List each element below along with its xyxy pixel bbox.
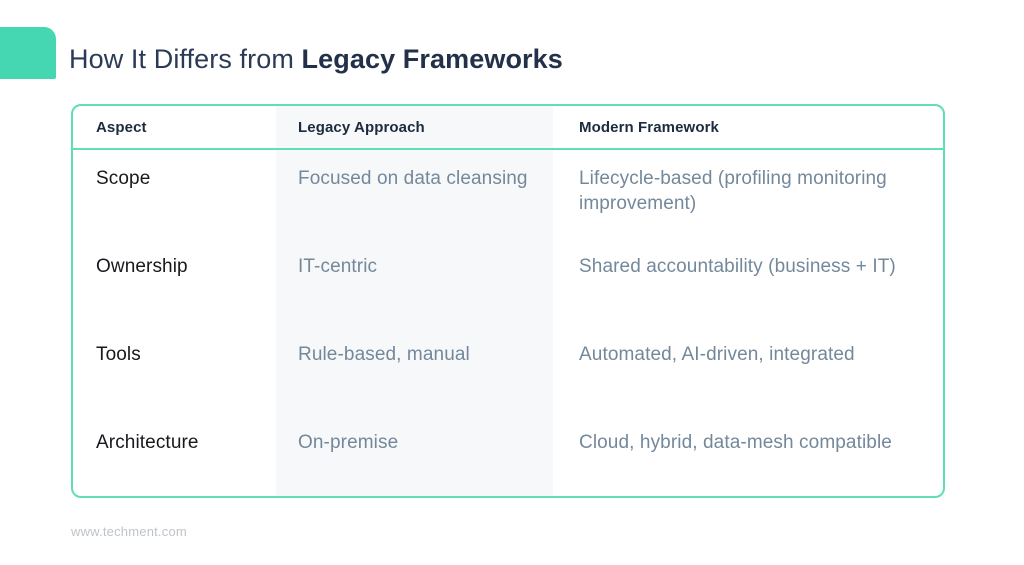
cell-modern: Lifecycle-based (profiling monitoring im… bbox=[579, 168, 887, 214]
table-row: Architecture On-premise Cloud, hybrid, d… bbox=[73, 414, 943, 496]
column-header-aspect: Aspect bbox=[96, 118, 147, 136]
accent-block bbox=[0, 27, 56, 79]
table-row: Scope Focused on data cleansing Lifecycl… bbox=[73, 150, 943, 238]
footer-url: www.techment.com bbox=[71, 524, 187, 539]
comparison-table: Aspect Legacy Approach Modern Framework … bbox=[71, 104, 945, 498]
cell-aspect: Tools bbox=[96, 344, 141, 365]
table-header-row: Aspect Legacy Approach Modern Framework bbox=[73, 106, 943, 150]
page-title: How It Differs from Legacy Frameworks bbox=[69, 40, 563, 78]
cell-modern: Cloud, hybrid, data-mesh compatible bbox=[579, 432, 892, 453]
table-row: Ownership IT-centric Shared accountabili… bbox=[73, 238, 943, 326]
cell-legacy: On-premise bbox=[298, 432, 399, 453]
cell-modern: Automated, AI-driven, integrated bbox=[579, 344, 855, 365]
cell-legacy: IT-centric bbox=[298, 256, 378, 277]
middle-column-highlight bbox=[276, 106, 553, 496]
cell-aspect: Ownership bbox=[96, 256, 188, 277]
page-title-light: How It Differs from bbox=[69, 44, 302, 74]
cell-legacy: Rule-based, manual bbox=[298, 344, 470, 365]
table-row: Tools Rule-based, manual Automated, AI-d… bbox=[73, 326, 943, 414]
cell-aspect: Scope bbox=[96, 168, 151, 189]
cell-legacy: Focused on data cleansing bbox=[298, 168, 528, 189]
cell-aspect: Architecture bbox=[96, 432, 199, 453]
cell-modern: Shared accountability (business + IT) bbox=[579, 256, 896, 277]
page-title-bold: Legacy Frameworks bbox=[301, 44, 563, 74]
column-header-modern-framework: Modern Framework bbox=[579, 118, 719, 136]
column-header-legacy-approach: Legacy Approach bbox=[298, 118, 425, 136]
